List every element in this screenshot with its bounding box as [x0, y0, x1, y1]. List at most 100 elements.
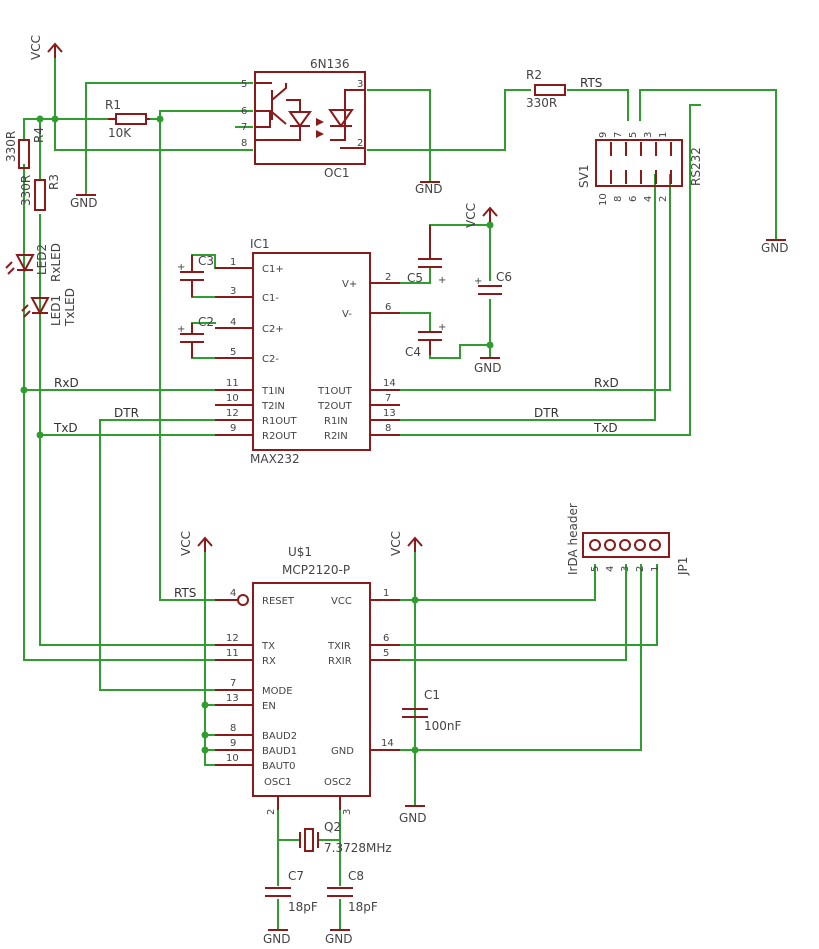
u1-pin-number: 12: [226, 633, 239, 644]
net-label-dtr: DTR: [114, 406, 139, 420]
led1-ref: LED1: [49, 295, 63, 326]
net-label-txd: TxD: [53, 421, 78, 435]
ic1-pin-name: T1IN: [261, 386, 285, 397]
ic1-right-pin-names: V+ V- T1OUT T2OUT R1IN R2IN: [317, 279, 357, 442]
ic1-pin-number: 6: [385, 302, 391, 313]
gnd-label: GND: [325, 932, 353, 946]
gnd-symbol: GND: [761, 239, 789, 255]
r4-ref: R4: [32, 127, 46, 143]
c3-plus: +: [177, 262, 185, 273]
u1-pin-name: GND: [331, 746, 354, 757]
resistor-r3: R3 330R: [19, 174, 61, 211]
u1-pin-number: 3: [342, 809, 353, 815]
gnd-symbol: GND: [263, 929, 291, 946]
oc1-ref: OC1: [324, 166, 349, 180]
sv1-ref: SV1: [577, 165, 591, 188]
c5-plus: +: [438, 275, 446, 286]
gnd-symbol: GND: [70, 194, 98, 210]
crystal-q2: Q2 7.3728MHz: [299, 820, 392, 855]
vcc-symbol: VCC: [29, 35, 63, 60]
c5-ref: C5: [407, 271, 423, 285]
ic1-pin-name: C1+: [262, 264, 284, 275]
ic1-pin-name: C2-: [262, 354, 279, 365]
u1-pin-number: 10: [226, 753, 239, 764]
ic1-right-pin-numbers: 2 6 14 7 13 8: [383, 272, 396, 434]
u1-pin-name: BAUT0: [262, 761, 296, 772]
ic1-pin-name: R1IN: [324, 416, 348, 427]
sv1-pin: 5: [628, 132, 639, 138]
capacitor-c7: C7 18pF: [265, 869, 318, 914]
vcc-symbol: VCC: [179, 531, 213, 556]
vcc-label: VCC: [464, 203, 478, 228]
u1-type: MCP2120-P: [282, 563, 350, 577]
u1-pin-name: VCC: [331, 596, 352, 607]
capacitor-c5: + C5: [407, 225, 446, 286]
net-label-rts: RTS: [580, 76, 602, 90]
ic1-pin-number: 7: [385, 393, 391, 404]
c1-value: 100nF: [424, 719, 462, 733]
c8-value: 18pF: [348, 900, 378, 914]
net-label-dtr: DTR: [534, 406, 559, 420]
ic1-pin-number: 14: [383, 378, 396, 389]
u1-pin-name: MODE: [262, 686, 293, 697]
c2-ref: C2: [198, 315, 214, 329]
resistor-r4: 330R R4: [4, 127, 46, 169]
capacitor-c6: + C6: [474, 270, 512, 295]
u1-pin-name: BAUD1: [262, 746, 297, 757]
r3-value: 330R: [19, 175, 33, 206]
sv1-pin: 4: [643, 196, 654, 202]
sv1-pin: 10: [598, 193, 609, 206]
gnd-label: GND: [415, 182, 443, 196]
ic1-left-pin-numbers: 1 3 4 5 11 10 12 9: [226, 257, 239, 434]
oc1-type: 6N136: [310, 57, 350, 71]
u1-pin-name: OSC2: [324, 777, 352, 788]
u1-pin-name: TXIR: [327, 641, 351, 652]
gnd-symbol: GND: [415, 181, 443, 196]
u1-pin-name: EN: [262, 701, 276, 712]
ic1-pin-number: 8: [385, 423, 391, 434]
led2-ref: LED2: [35, 244, 49, 275]
gnd-label: GND: [263, 932, 291, 946]
gnd-symbol: GND: [474, 357, 502, 375]
sv1-pin: 1: [658, 132, 669, 138]
capacitor-c3: + C3: [177, 254, 214, 297]
net-label-rxd: RxD: [54, 376, 79, 390]
capacitor-c1: C1 100nF: [402, 688, 462, 733]
ic1-pin-name: T1OUT: [317, 386, 353, 397]
resistor-r2: R2 330R: [526, 68, 566, 110]
c3-ref: C3: [198, 254, 214, 268]
jp1-pin: 1: [650, 566, 661, 572]
gnd-label: GND: [399, 811, 427, 825]
jp1-pin: 3: [620, 566, 631, 572]
u1-pin-number: 2: [266, 809, 277, 815]
r4-value: 330R: [4, 131, 18, 162]
ic1-pin-name: V+: [342, 279, 357, 290]
c8-ref: C8: [348, 869, 364, 883]
c2-plus: +: [177, 324, 185, 335]
led2-value: RxLED: [49, 243, 63, 282]
u1-mcp2120: U$1 MCP2120-P 4 12 11 7 13 8 9 10 RESET …: [215, 545, 400, 815]
ic1-pin-name: T2OUT: [317, 401, 353, 412]
ic1-left-pin-names: C1+ C1- C2+ C2- T1IN T2IN R1OUT R2OUT: [261, 264, 298, 442]
c1-ref: C1: [424, 688, 440, 702]
jp1-ref: JP1: [676, 557, 690, 576]
connector-sv1: 9 7 5 3 1 10 8 6 4 2 SV1 RS232: [577, 132, 703, 206]
jp1-value: IrDA header: [566, 503, 580, 575]
r2-ref: R2: [526, 68, 542, 82]
ic1-pin-number: 5: [230, 347, 236, 358]
r2-value: 330R: [526, 96, 557, 110]
ic1-type: MAX232: [250, 452, 300, 466]
u1-pin-name: TX: [261, 641, 275, 652]
c7-value: 18pF: [288, 900, 318, 914]
u1-pin-name: RX: [262, 656, 276, 667]
ic1-pin-number: 11: [226, 378, 239, 389]
u1-pin-name: OSC1: [264, 777, 292, 788]
net-label-rxd: RxD: [594, 376, 619, 390]
q2-value: 7.3728MHz: [324, 841, 392, 855]
sv1-pin: 8: [613, 196, 624, 202]
u1-left-pin-numbers: 4 12 11 7 13 8 9 10: [226, 588, 239, 764]
supplies: VCC VCC VCC VCC GND GND GND: [29, 35, 789, 946]
sv1-pin: 9: [598, 132, 609, 138]
sv1-value: RS232: [689, 147, 703, 186]
u1-right-pin-numbers: 1 6 5 14: [381, 588, 394, 749]
